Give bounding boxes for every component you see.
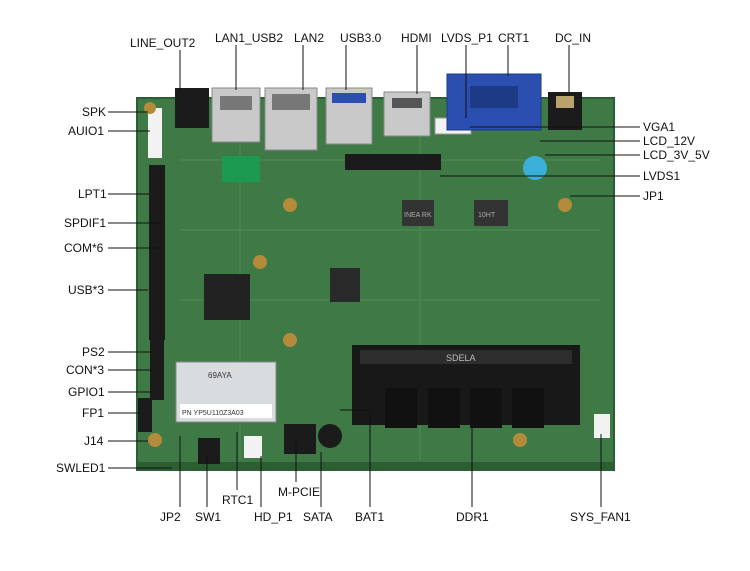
- label-jp1: JP1: [643, 189, 664, 203]
- label-spdif1: SPDIF1: [64, 216, 107, 230]
- label-sys-fan1: SYS_FAN1: [570, 510, 631, 524]
- label-ps2: PS2: [82, 345, 105, 359]
- label-rtc1: RTC1: [222, 493, 254, 507]
- label-auio1: AUIO1: [68, 124, 105, 138]
- label-crt1: CRT1: [498, 31, 530, 45]
- label-swled1: SWLED1: [56, 461, 106, 475]
- fp1-header: [138, 398, 152, 432]
- label-lvds1: LVDS1: [643, 169, 681, 183]
- callout-lines: [108, 45, 640, 507]
- label-com6: COM*6: [64, 241, 104, 255]
- msata-label-text: 69AYA: [208, 371, 232, 380]
- label-usb3x: USB*3: [68, 283, 105, 297]
- green-module: [222, 156, 260, 182]
- power-chip-a: [402, 200, 434, 226]
- hd-p1-header: [244, 436, 262, 458]
- sata-port: [284, 424, 316, 454]
- sodimm-brand-text: SDELA: [446, 353, 476, 363]
- ite-chip: [204, 274, 250, 320]
- label-sw1: SW1: [195, 510, 222, 524]
- label-lvds-p1: LVDS_P1: [441, 31, 493, 45]
- label-con3: CON*3: [66, 363, 105, 377]
- ps2-header: [150, 340, 164, 400]
- label-lpt1: LPT1: [78, 187, 107, 201]
- label-j14: J14: [84, 434, 104, 448]
- label-vga1: VGA1: [643, 120, 676, 134]
- capacitor-blue: [523, 156, 547, 180]
- label-hdmi: HDMI: [401, 31, 432, 45]
- label-lan1-usb2: LAN1_USB2: [215, 31, 284, 45]
- bat1-buzzer: [318, 424, 342, 448]
- label-fp1: FP1: [82, 406, 105, 420]
- sw1-switch: [198, 438, 220, 464]
- label-ddr1: DDR1: [456, 510, 489, 524]
- label-bat1: BAT1: [355, 510, 385, 524]
- line-out2-jack: [175, 88, 209, 128]
- chip-a-text: INEA RK: [404, 212, 432, 219]
- label-sata: SATA: [303, 510, 333, 524]
- power-chip-b: [474, 200, 508, 226]
- inductor-chip: [330, 268, 360, 302]
- msata-pn-text: PN YP5U110Z3A03: [182, 410, 244, 417]
- label-line-out2: LINE_OUT2: [130, 36, 196, 50]
- lpt1-header: [149, 165, 165, 340]
- auio1-header: [148, 108, 162, 158]
- sys-fan1-header: [594, 414, 610, 438]
- label-jp2: JP2: [160, 510, 181, 524]
- label-dc-in: DC_IN: [555, 31, 592, 45]
- label-hd-p1: HD_P1: [254, 510, 293, 524]
- label-m-pcie: M-PCIE: [278, 485, 320, 499]
- label-lcd-3v-5v: LCD_3V_5V: [643, 148, 710, 162]
- label-usb3: USB3.0: [340, 31, 382, 45]
- label-gpio1: GPIO1: [68, 385, 105, 399]
- chip-b-text: 10HT: [478, 212, 496, 219]
- label-spk: SPK: [82, 105, 107, 119]
- lvds1-header: [345, 154, 441, 170]
- label-lan2: LAN2: [294, 31, 325, 45]
- label-lcd-12v: LCD_12V: [643, 134, 696, 148]
